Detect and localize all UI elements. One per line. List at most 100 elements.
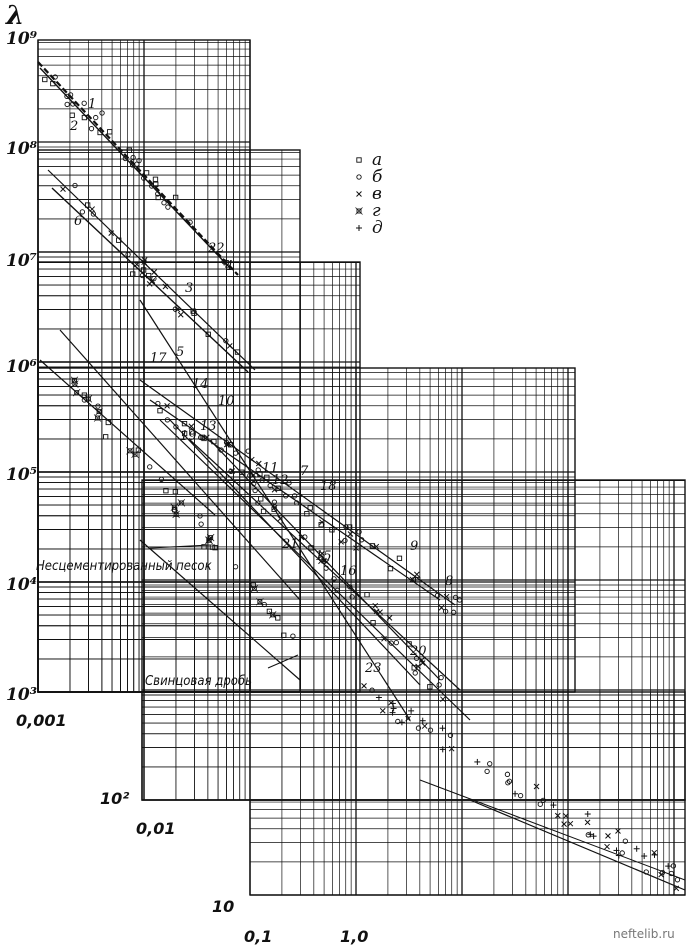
point-circle [393,640,399,646]
point-circle [271,499,278,505]
point-star-box [74,390,80,396]
point-circle [99,110,105,116]
point-plus [390,705,397,712]
point-circle [155,400,161,407]
point-star [72,388,81,397]
point-cross [405,715,411,722]
point-cross-stroke [440,696,446,703]
point-star-stroke [355,207,363,215]
curve-number-label: 2 [69,119,78,134]
y-tick-label: 10⁶ [6,357,37,377]
curve-number-label: 12 [272,473,289,488]
point-star-box [356,208,362,214]
point-circle [198,434,204,441]
point-cross-stroke [361,683,367,689]
point-star-box [178,500,184,506]
annotation-label: Свинцовая дробь [145,674,252,689]
point-cross-stroke [386,615,393,621]
point-cross-stroke [226,343,233,349]
point-circle [343,524,349,530]
point-square [239,469,245,475]
point-cross [415,663,421,670]
grid-block [141,691,686,801]
point-square [205,331,211,337]
point-star-stroke [250,584,259,593]
point-cross-stroke [377,609,383,616]
point-cross-stroke [379,707,386,714]
point-cross [605,833,611,839]
point-cross-stroke [248,456,255,463]
point-circle [487,761,493,767]
y-tick-label: 10⁷ [6,251,37,271]
point-cross [277,515,284,522]
point-cross-stroke [567,820,574,827]
point-circle [247,472,253,479]
point-square [266,608,273,615]
point-cross [177,311,184,318]
correlation-line [469,799,686,891]
point-square [250,582,256,588]
point-circle [504,771,511,777]
point-plus [474,758,481,765]
point-square [234,349,241,355]
point-circle [323,565,329,571]
point-square [155,194,161,201]
curve-number-label: 11 [262,461,279,476]
point-cross [250,472,257,478]
point-square [201,435,207,442]
point-cross-stroke [108,230,115,236]
point-circle [452,594,459,600]
point-star-box [270,612,276,618]
point-cross [567,820,574,827]
point-plus [389,709,396,716]
point-plus [356,225,362,231]
point-square [329,527,335,533]
curve-number-label: 14 [192,377,209,392]
point-square [105,419,111,426]
point-circle [290,633,296,639]
point-square [387,565,394,572]
point-circle [427,727,434,733]
point-star [256,597,264,606]
point-cross-stroke [89,206,96,212]
point-circle [172,306,178,312]
point-square [181,420,188,427]
point-star [355,207,363,215]
legend-label: а [372,150,382,170]
y-tick-label: 10⁸ [6,139,38,159]
y-tick-label: 10 [212,897,234,916]
point-cross-stroke [604,843,610,850]
point-cross-stroke [356,191,362,197]
point-cross [226,343,233,349]
point-cross [563,813,569,819]
point-square [116,237,122,243]
point-circle [537,801,543,807]
point-circle [165,204,171,210]
point-circle [72,182,78,189]
point-cross [561,821,567,828]
point-circle [164,417,171,423]
point-star [95,407,103,416]
point-square [181,430,188,437]
grid-block [249,799,686,896]
point-star-stroke [268,611,277,619]
point-circle [141,175,147,181]
point-cross-stroke [421,723,428,729]
point-circle [52,74,58,80]
curve-number-label: 7 [300,464,309,479]
point-circle [412,670,418,676]
data-points [42,74,681,892]
point-cross-stroke [615,828,621,834]
point-cross-stroke [554,812,561,819]
point-circle [413,655,420,661]
curve-number-label: 21 [281,537,299,552]
point-circle [259,477,265,483]
grid-border [141,479,686,801]
point-cross-stroke [141,259,147,266]
point-cross-stroke [250,472,257,478]
x-tick-label: 0,01 [136,819,175,838]
point-circle [668,870,675,877]
point-cross-stroke [162,283,169,290]
point-plus [512,790,519,797]
